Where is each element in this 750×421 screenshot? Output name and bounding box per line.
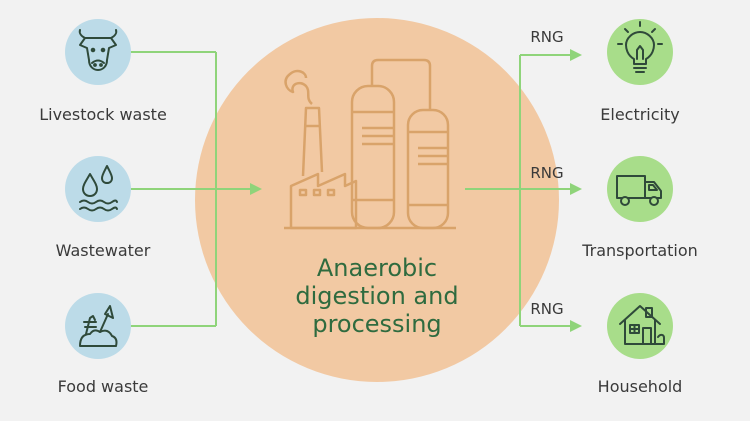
output-arrow-transportation	[570, 183, 582, 195]
house-icon	[619, 305, 665, 345]
output-circle-electricity	[607, 19, 673, 85]
water-drops-icon	[79, 165, 118, 212]
cow-icon	[78, 29, 118, 71]
factory-icon	[284, 58, 456, 230]
output-label-transportation: Transportation	[582, 241, 698, 260]
input-arrow-head	[250, 183, 262, 195]
center-title: Anaerobic digestion and processing	[267, 254, 487, 338]
output-arrow-household	[570, 320, 582, 332]
flow-label-household: RNG	[530, 300, 564, 318]
input-flow-lines	[130, 51, 252, 327]
center-title-line-2: digestion and	[295, 282, 459, 310]
flow-label-electricity: RNG	[530, 28, 564, 46]
food-waste-icon	[79, 305, 118, 347]
light-bulb-icon	[617, 21, 663, 73]
input-label-wastewater: Wastewater	[55, 241, 151, 260]
center-title-line-1: Anaerobic	[316, 254, 438, 282]
input-circle-food	[65, 293, 131, 359]
center-title-line-3: processing	[312, 310, 442, 338]
flow-label-transportation: RNG	[530, 164, 564, 182]
output-label-household: Household	[597, 377, 683, 396]
input-label-livestock: Livestock waste	[39, 105, 167, 124]
output-arrow-electricity	[570, 49, 582, 61]
input-circle-livestock	[65, 19, 131, 85]
output-flow-lines	[465, 54, 572, 327]
output-label-electricity: Electricity	[600, 105, 680, 124]
input-label-food: Food waste	[57, 377, 149, 396]
truck-icon	[616, 175, 662, 206]
